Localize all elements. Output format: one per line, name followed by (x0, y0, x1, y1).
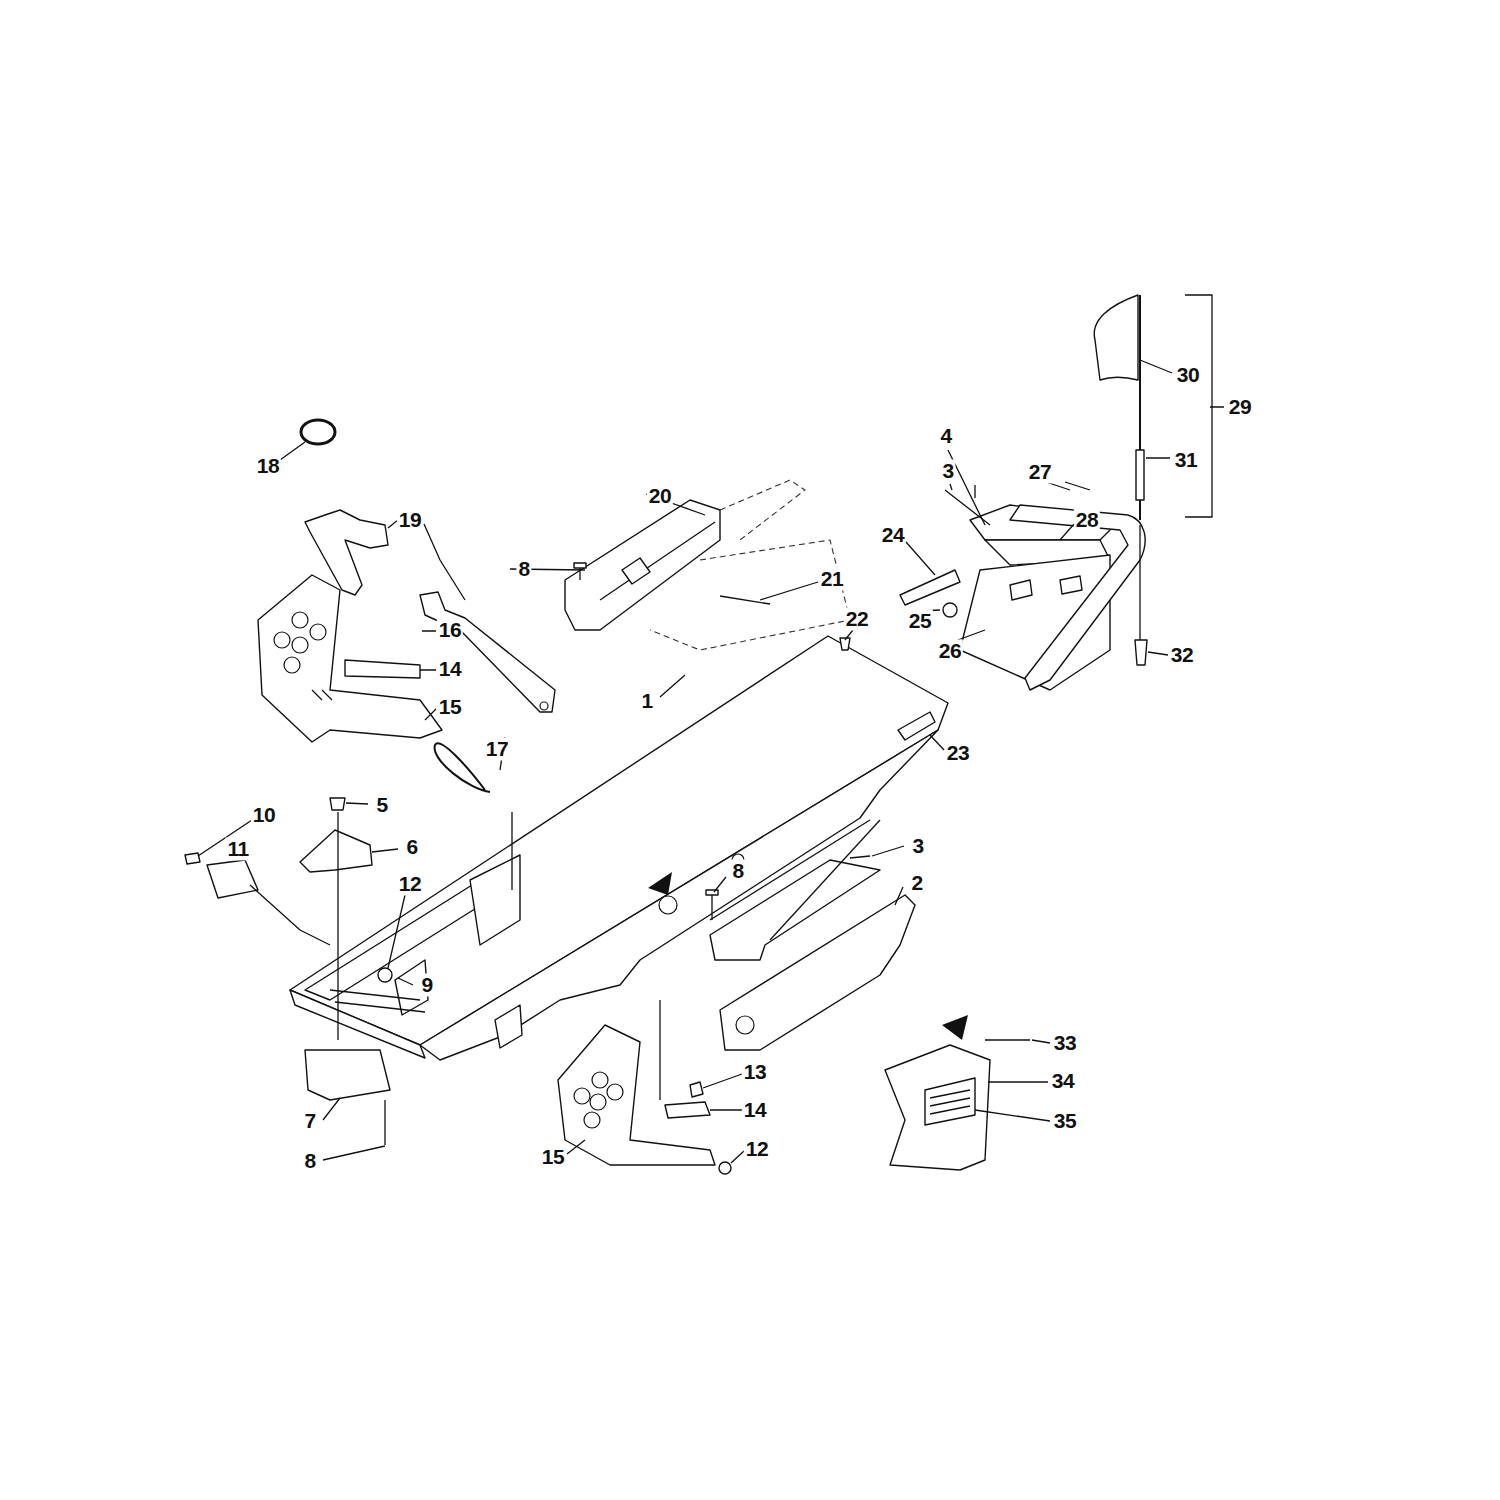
callout-number: 3 (940, 459, 955, 482)
callout-number: 35 (1052, 1109, 1078, 1132)
callout-number: 32 (1169, 643, 1195, 666)
callout-number: 33 (1052, 1031, 1078, 1054)
callout-number: 7 (302, 1109, 317, 1132)
callout-number: 22 (844, 607, 870, 630)
callout-number: 19 (397, 508, 423, 531)
callout-number: 14 (437, 657, 463, 680)
callout-number: 15 (437, 695, 463, 718)
callout-number: 15 (540, 1145, 566, 1168)
callout-number: 9 (419, 973, 434, 996)
callout-number: 20 (647, 484, 673, 507)
callout-number: 8 (302, 1149, 317, 1172)
callout-number: 1 (639, 689, 654, 712)
callout-number: 5 (374, 793, 389, 816)
callout-number: 23 (945, 741, 971, 764)
callout-number: 24 (880, 523, 906, 546)
callout-number: 12 (744, 1137, 770, 1160)
callout-number: 11 (225, 837, 250, 860)
callout-number: 29 (1227, 395, 1253, 418)
callout-number: 2 (909, 871, 924, 894)
callout-number: 12 (397, 872, 423, 895)
callout-number: 13 (742, 1060, 768, 1083)
callout-number: 31 (1173, 448, 1199, 471)
callout-number: 18 (255, 454, 281, 477)
callout-number: 26 (937, 639, 963, 662)
callout-number: 14 (742, 1098, 768, 1121)
callout-number: 21 (819, 567, 845, 590)
callout-number: 4 (938, 424, 953, 447)
callout-number: 8 (516, 557, 531, 580)
callout-number: 10 (251, 803, 277, 826)
callout-number: 16 (437, 618, 463, 641)
callout-number: 28 (1074, 508, 1100, 531)
callout-number: 25 (907, 609, 933, 632)
callout-number: 27 (1027, 460, 1053, 483)
callout-number: 3 (910, 834, 925, 857)
callout-number: 17 (484, 737, 510, 760)
callout-number: 6 (404, 835, 419, 858)
callout-number: 34 (1050, 1069, 1076, 1092)
callout-number: 8 (730, 859, 745, 882)
callout-number: 30 (1175, 363, 1201, 386)
